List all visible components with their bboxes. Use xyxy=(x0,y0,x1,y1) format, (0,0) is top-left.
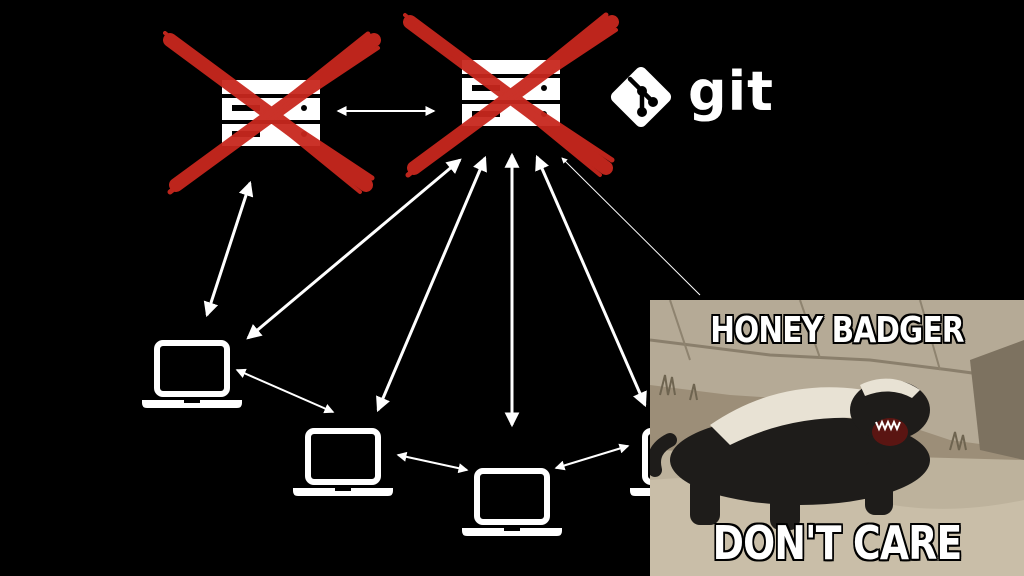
connections xyxy=(203,106,701,474)
arrow-left-server-to-laptop-1 xyxy=(203,180,254,318)
git-wordmark: git xyxy=(688,60,774,123)
meme-bottom-text: DON'T CARE xyxy=(712,516,963,570)
arrow-central-to-laptop-4 xyxy=(535,154,647,408)
arrow-central-to-laptop-5 xyxy=(561,157,701,296)
honey-badger-photo xyxy=(650,300,1024,576)
arrow-laptop-1-to-laptop-2 xyxy=(235,368,335,414)
laptop-2-icon xyxy=(293,428,393,496)
laptop-3-icon xyxy=(462,468,562,536)
git-logo: git xyxy=(606,62,774,132)
arrow-laptop-2-to-laptop-3 xyxy=(396,451,469,474)
cross-left-icon xyxy=(163,31,381,195)
cross-central-icon xyxy=(403,12,619,178)
arrow-laptop-3-to-laptop-4 xyxy=(554,443,630,471)
laptop-1-icon xyxy=(142,340,242,408)
meme-top-text: HONEY BADGER xyxy=(710,310,964,351)
arrow-central-to-laptop-2 xyxy=(376,155,487,413)
git-diamond-icon xyxy=(610,66,672,128)
honey-badger-meme: HONEY BADGER DON'T CARE xyxy=(650,300,1024,576)
